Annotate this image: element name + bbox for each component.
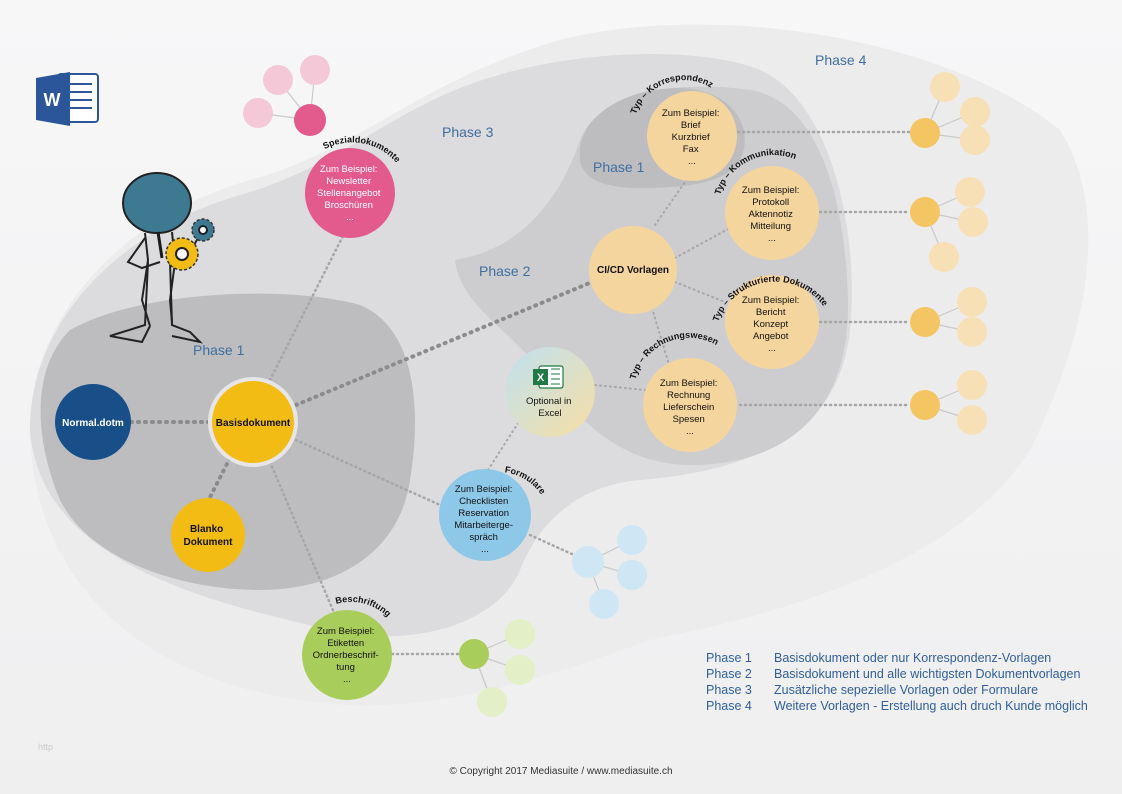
excel-logo-icon: X: [533, 365, 564, 389]
node-typ-rechnungswesen: [643, 358, 737, 452]
legend-phase: Phase 3: [706, 683, 752, 697]
cluster-orange-4: [910, 370, 987, 435]
person-with-gears-illustration: [109, 172, 215, 344]
node-spezialdokumente-label: Zum Beispiel: Newsletter Stellenangebot …: [317, 164, 383, 223]
node-typ-kommunikation-label: Zum Beispiel: Protokoll Aktennotiz Mitte…: [742, 185, 802, 244]
legend-phase: Phase 4: [706, 699, 752, 713]
phase-legend: Phase 1 Basisdokument oder nur Korrespon…: [706, 650, 1088, 714]
node-typ-strukturierte-dokumente-label: Zum Beispiel: Bericht Konzept Angebot ..…: [742, 295, 802, 354]
node-blanko-dokument: [171, 498, 245, 572]
node-beschriftung: [302, 610, 392, 700]
node-excel-optional-label: Optional in Excel: [526, 396, 574, 419]
cluster-orange-2: [910, 177, 988, 272]
legend-text: Basisdokument und alle wichtigsten Dokum…: [774, 667, 1081, 681]
legend-text: Basisdokument oder nur Korrespondenz-Vor…: [774, 651, 1052, 665]
node-normal-dotm: [55, 384, 131, 460]
word-logo-icon: W: [36, 72, 99, 126]
svg-text:X: X: [537, 372, 545, 384]
node-typ-kommunikation: [725, 166, 819, 260]
node-blanko-dokument-label: Blanko Dokument: [184, 524, 234, 548]
cluster-blue: [572, 525, 647, 619]
node-typ-strukturierte-dokumente: [725, 275, 819, 369]
legend-row: Phase 4 Weitere Vorlagen - Erstellung au…: [706, 698, 1088, 714]
cluster-pink: [243, 55, 330, 136]
copyright-footer: © Copyright 2017 Mediasuite / www.medias…: [449, 766, 673, 777]
node-beschriftung-label: Zum Beispiel: Etiketten Ordnerbeschrif- …: [313, 626, 382, 685]
node-basisdokument: [212, 381, 294, 463]
cluster-orange-3: [910, 287, 987, 347]
node-cicd-vorlagen-label: CI/CD Vorlagen: [597, 265, 669, 276]
node-spezialdokumente: [305, 148, 395, 238]
svg-text:W: W: [44, 90, 61, 110]
legend-row: Phase 3 Zusätzliche sepezielle Vorlagen …: [706, 682, 1088, 698]
node-formulare-label: Zum Beispiel: Checklisten Reservation Mi…: [454, 484, 515, 555]
cluster-green: [459, 619, 535, 717]
phase-label-4: Phase 4: [815, 52, 867, 68]
phase-label-1-outer: Phase 1: [193, 342, 245, 358]
node-cicd-vorlagen: [589, 226, 677, 314]
phase-label-1-inner: Phase 1: [593, 159, 645, 175]
node-excel-optional: [505, 347, 595, 437]
node-normal-dotm-label: Normal.dotm: [62, 418, 124, 429]
legend-row: Phase 1 Basisdokument oder nur Korrespon…: [706, 650, 1088, 666]
node-typ-rechnungswesen-label: Zum Beispiel: Rechnung Lieferschein Spes…: [660, 378, 720, 437]
faint-stamp-text: http: [38, 742, 54, 752]
node-typ-korrespondenz-label: Zum Beispiel: Brief Kurzbrief Fax ...: [662, 108, 722, 167]
legend-text: Zusätzliche sepezielle Vorlagen oder For…: [774, 683, 1039, 697]
node-typ-korrespondenz: [647, 91, 737, 181]
legend-phase: Phase 1: [706, 651, 752, 665]
cluster-orange-1: [910, 72, 990, 155]
legend-row: Phase 2 Basisdokument und alle wichtigst…: [706, 666, 1088, 682]
phase-label-3: Phase 3: [442, 124, 494, 140]
node-formulare: [439, 469, 531, 561]
connectors: [101, 130, 912, 656]
phase-label-2: Phase 2: [479, 263, 531, 279]
legend-phase: Phase 2: [706, 667, 752, 681]
node-basisdokument-label: Basisdokument: [216, 418, 291, 429]
legend-text: Weitere Vorlagen - Erstellung auch druch…: [774, 699, 1088, 713]
